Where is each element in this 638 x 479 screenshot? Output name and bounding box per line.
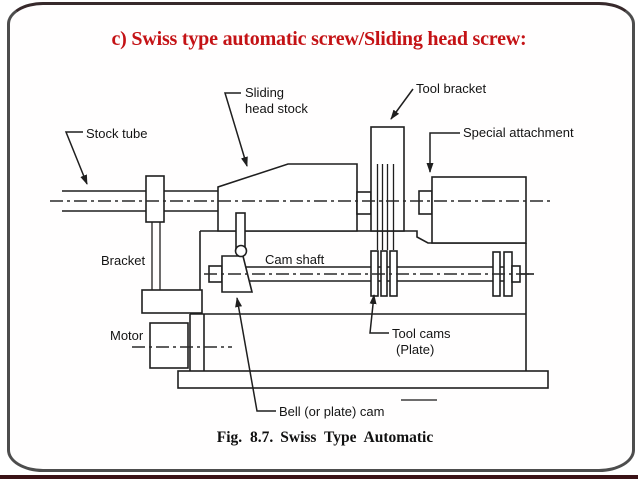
special-attachment-shape <box>431 176 527 244</box>
attachment-collet <box>418 190 433 215</box>
tool-slides <box>376 164 395 250</box>
label-tool-cams: Tool cams (Plate) <box>392 326 451 358</box>
label-sliding-head-stock-line1: Sliding <box>245 85 285 100</box>
slide-frame <box>7 2 635 472</box>
spindle-collet <box>356 191 372 215</box>
label-sliding-head-stock: Sliding head stock <box>245 85 308 117</box>
label-tool-bracket: Tool bracket <box>416 81 487 96</box>
slide-title: c) Swiss type automatic screw/Sliding he… <box>111 28 527 50</box>
stock-tube-lines <box>62 190 218 212</box>
label-special-attachment: Special attachment <box>463 125 574 140</box>
stock-tube-arrow <box>64 131 88 185</box>
figure-caption-text: Swiss Type Automatic <box>280 429 434 446</box>
label-tool-cams-line2: (Plate) <box>396 342 435 357</box>
sliding-head-stock-arrow <box>223 92 248 167</box>
machine-bed <box>177 230 549 389</box>
label-bell-cam: Bell (or plate) cam <box>279 404 385 419</box>
leader-arrows <box>64 88 460 412</box>
follower-rod <box>235 212 246 250</box>
follower-roller <box>234 244 248 258</box>
bell-cam-arrow <box>235 297 276 412</box>
label-motor: Motor <box>110 328 144 343</box>
tool-cams-arrow <box>369 294 389 334</box>
cam-shaft-lines <box>222 266 516 282</box>
label-stock-tube: Stock tube <box>86 126 148 141</box>
figure-caption-number: Fig. 8.7. <box>216 429 274 446</box>
sliding-head-stock-shape <box>217 163 358 232</box>
motor-shape <box>149 322 189 369</box>
bracket-foot <box>141 289 203 314</box>
figure-caption: Fig. 8.7. Swiss Type Automatic <box>140 429 510 447</box>
bracket-post <box>151 222 161 290</box>
tool-bracket-arrow <box>390 88 414 120</box>
guide-bushing <box>145 175 165 223</box>
bell-cam-assembly <box>221 212 254 293</box>
base-plate <box>177 370 549 389</box>
bottom-accent-bar <box>0 475 638 479</box>
label-bracket: Bracket <box>101 253 146 268</box>
label-sliding-head-stock-line2: head stock <box>245 101 308 116</box>
special-attachment-arrow <box>426 132 460 173</box>
label-tool-cams-line1: Tool cams <box>392 326 451 341</box>
label-cam-shaft: Cam shaft <box>265 252 325 267</box>
